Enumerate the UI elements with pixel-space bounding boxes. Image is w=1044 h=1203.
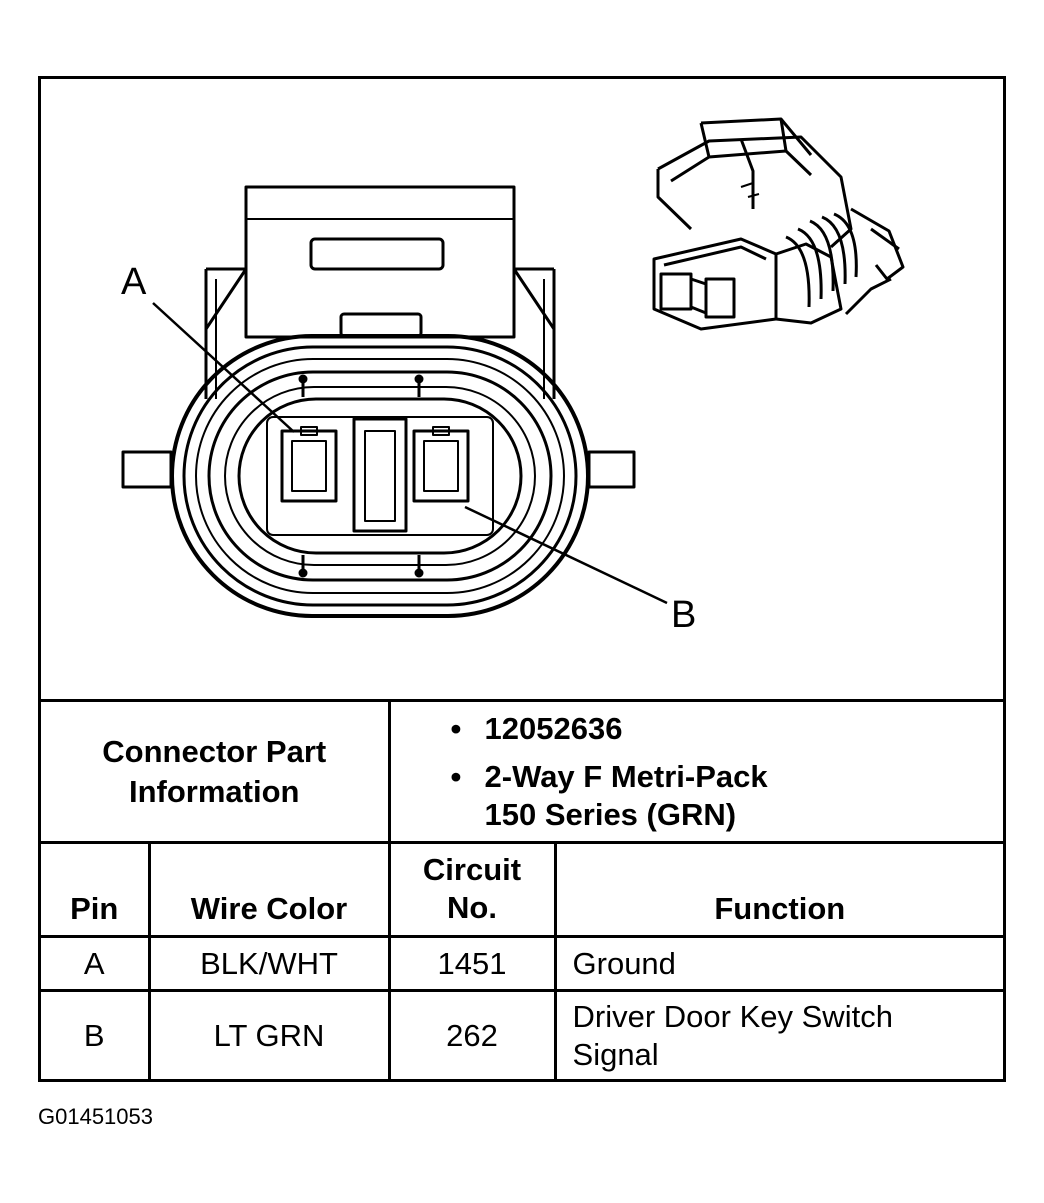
part-number-item: • 12052636 (451, 710, 1003, 748)
wire-color-cell: BLK/WHT (147, 935, 391, 992)
function-line: Signal (572, 1037, 659, 1073)
connector-info-table: Connector Part Information • 12052636 • … (41, 699, 1003, 1081)
pin-cell: B (41, 989, 151, 1081)
right-tab (587, 450, 636, 489)
callout-b: B (671, 594, 696, 636)
bullet-icon: • (450, 710, 462, 746)
header-circuit-line1: Circuit (422, 852, 522, 887)
connector-iso-view (652, 117, 905, 331)
connector-body (170, 334, 590, 618)
header-circuit-no: Circuit No. (387, 841, 557, 938)
connector-latch (204, 185, 556, 399)
function-line: Ground (572, 945, 676, 981)
header-function: Function (553, 841, 1003, 938)
pin-cell: A (41, 935, 151, 992)
circuit-cell: 1451 (387, 935, 557, 992)
table-row: B LT GRN 262 Driver Door Key Switch Sign… (41, 989, 1003, 1081)
connector-description-line2: 150 Series (GRN) (484, 796, 737, 832)
part-number: 12052636 (484, 710, 623, 746)
callout-a: A (121, 261, 147, 303)
connector-description-line1: 2-Way F Metri-Pack (484, 758, 768, 794)
connector-part-row: Connector Part Information • 12052636 • … (41, 699, 1003, 844)
circuit-cell: 262 (387, 989, 557, 1081)
pin-table-header-row: Pin Wire Color Circuit No. Function (41, 841, 1003, 938)
header-pin: Pin (41, 841, 151, 938)
figure-id: G01451053 (38, 1104, 153, 1129)
connector-part-details: • 12052636 • 2-Way F Metri-Pack 150 Seri… (387, 699, 1003, 844)
header-circuit-line2: No. (447, 890, 497, 925)
function-cell: Driver Door Key Switch Signal (553, 989, 1003, 1081)
diagram-frame: A B Connector Part Information • 1205263… (38, 76, 1006, 1082)
left-tab (121, 450, 173, 489)
leader-line-a (152, 302, 295, 433)
leader-line-b (464, 505, 668, 605)
bullet-icon: • (450, 758, 462, 794)
header-wire-color: Wire Color (147, 841, 391, 938)
connector-description-item: • 2-Way F Metri-Pack 150 Series (GRN) (451, 758, 1003, 834)
terminal-a (280, 426, 338, 503)
wire-color-cell: LT GRN (147, 989, 391, 1081)
connector-part-label: Connector Part Information (41, 699, 391, 844)
terminal-b (412, 426, 470, 503)
table-row: A BLK/WHT 1451 Ground (41, 935, 1003, 992)
function-line: Driver Door Key Switch (572, 999, 893, 1035)
function-cell: Ground (553, 935, 1003, 992)
connector-drawing: A B (121, 117, 905, 636)
connector-part-label-line2: Information (129, 773, 300, 809)
center-divider (352, 417, 408, 533)
connector-part-label-line1: Connector Part (102, 733, 327, 769)
